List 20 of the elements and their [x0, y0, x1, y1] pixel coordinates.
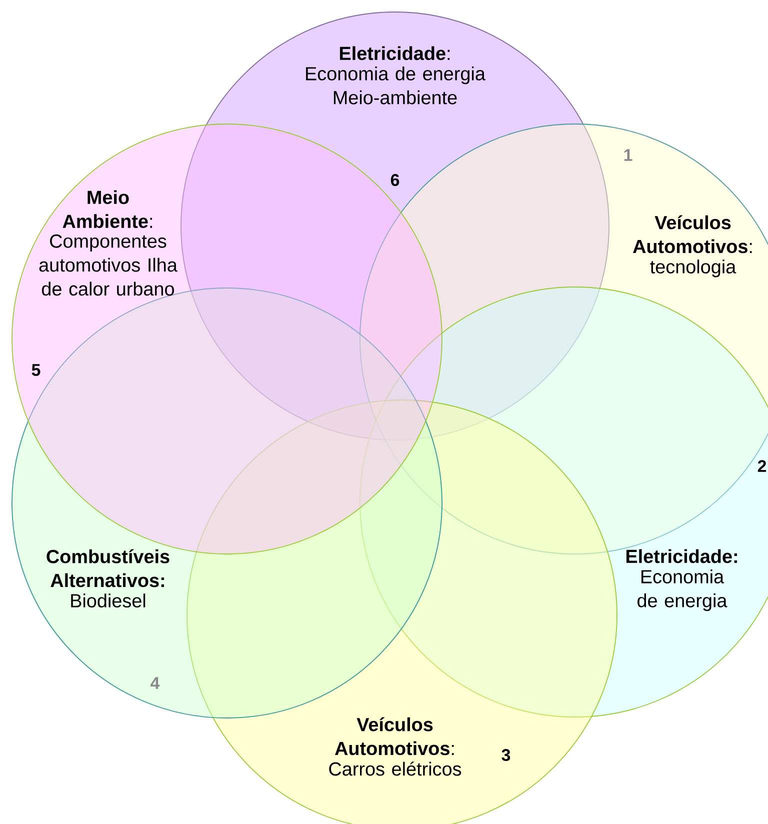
circle-heading: Combustíveis Alternativos: — [46, 549, 170, 588]
region-number: 4 — [150, 677, 160, 689]
circle-text: tecnologia — [650, 260, 736, 278]
venn-circle — [186, 400, 618, 824]
region-number: 5 — [32, 364, 40, 376]
circle-heading: Veículos Automotivos: — [633, 215, 752, 254]
circle-text: Componentes automotivos Ilha de calor urbano — [39, 234, 178, 296]
circle-text: Economia de energia Meio-ambiente — [306, 66, 486, 104]
venn-circle — [360, 286, 768, 718]
circle-heading: Meio Ambiente: — [62, 190, 152, 228]
region-number: 1 — [624, 149, 632, 161]
circle-text: Biodiesel — [71, 594, 146, 608]
circle-heading: Veículos Automotivos: — [335, 717, 454, 756]
circle-heading: Eletricidade: — [340, 46, 450, 60]
circle-text: Economia de energia — [638, 570, 728, 612]
region-number: 2 — [758, 460, 766, 472]
region-number: 3 — [502, 749, 510, 761]
region-number: 6 — [390, 174, 400, 186]
circle-text: Carros elétricos — [329, 762, 462, 776]
circle-heading: Eletricidade: — [626, 549, 737, 564]
